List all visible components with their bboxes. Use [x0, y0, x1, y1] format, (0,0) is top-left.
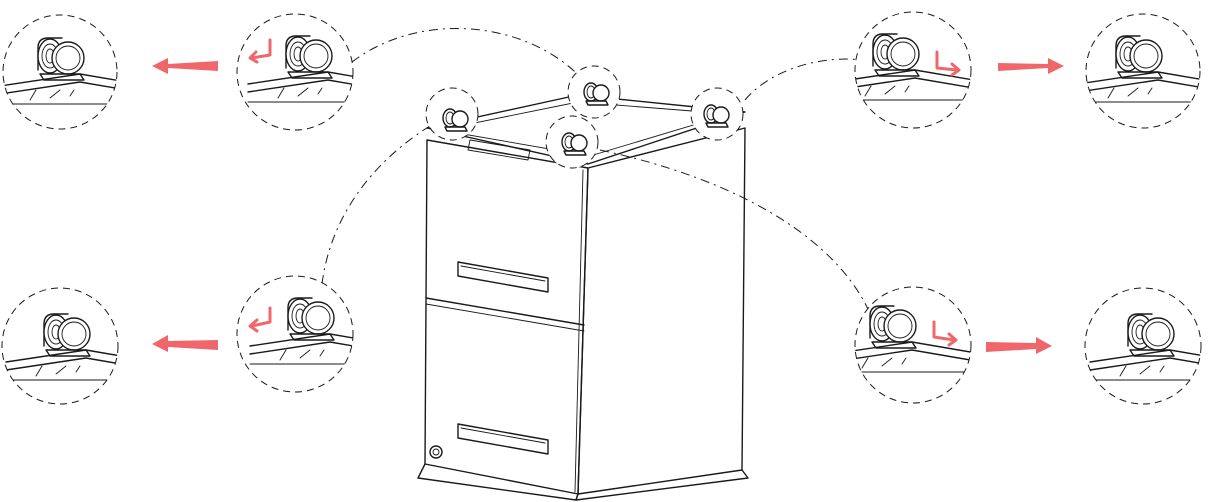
leader-back-right	[744, 58, 863, 101]
caster-back-right	[690, 87, 744, 141]
filing-cabinet	[417, 65, 749, 501]
slide-arrow-icon	[935, 50, 961, 77]
slide-arrow-icon	[248, 38, 272, 64]
caster-back-left	[425, 87, 479, 141]
keyhole-lock-icon	[429, 445, 443, 459]
direction-arrows	[152, 58, 1064, 354]
direction-arrow-icon	[152, 58, 218, 74]
caster-front	[545, 115, 599, 169]
cabinet-top	[426, 94, 746, 165]
cabinet-front	[424, 139, 589, 495]
direction-arrow-icon	[986, 337, 1052, 354]
detail-front-left-result	[1, 287, 119, 405]
detail-back-right-action	[854, 11, 972, 129]
detail-back-left-action	[236, 13, 354, 131]
leader-front-right	[599, 149, 873, 319]
cabinet-side	[577, 127, 746, 495]
leader-lines	[321, 28, 873, 319]
drawer-divider	[425, 297, 585, 326]
caster-back-center	[567, 65, 621, 119]
detail-front-left-action	[236, 275, 354, 393]
top-drawer-handle	[457, 261, 549, 293]
detail-front-right-result	[1084, 287, 1202, 405]
detail-back-right-result	[1085, 13, 1201, 129]
leader-back-left	[351, 28, 586, 83]
detail-back-left-result	[2, 14, 118, 130]
direction-arrow-icon	[998, 58, 1064, 74]
bottom-drawer-handle	[457, 423, 549, 455]
detail-front-right-action	[854, 286, 972, 404]
slide-arrow-icon	[248, 306, 272, 333]
leader-front-left	[321, 119, 441, 285]
direction-arrow-icon	[152, 335, 218, 352]
slide-arrow-icon	[932, 320, 958, 347]
